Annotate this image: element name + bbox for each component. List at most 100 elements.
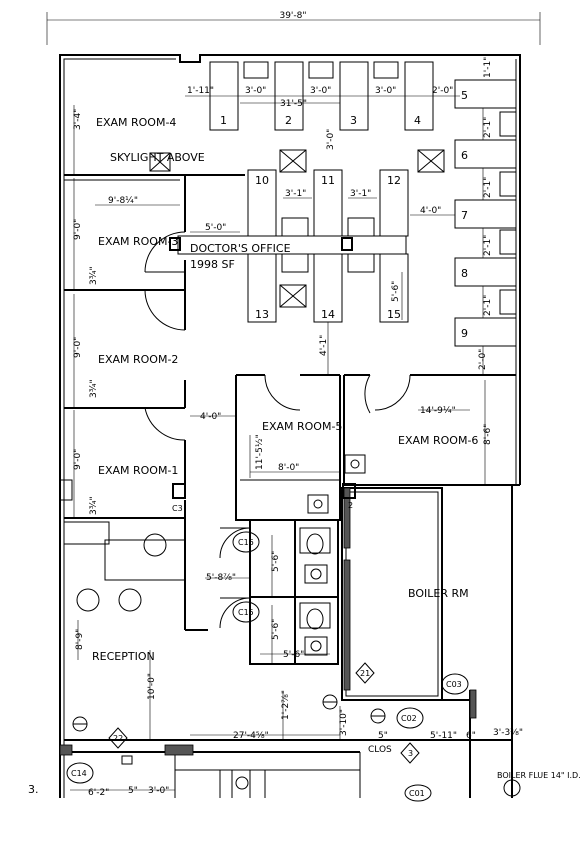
- dim-label: 4'-1": [319, 335, 329, 356]
- exam-room-5-label: EXAM ROOM-5: [262, 420, 342, 433]
- dim-label: 3'-0": [148, 786, 169, 796]
- tag-22: 22: [113, 734, 123, 743]
- tag-c3: C3: [172, 504, 183, 513]
- station-number: 4: [414, 114, 421, 127]
- dim-label: 5": [128, 786, 138, 796]
- reception-label: RECEPTION: [92, 650, 155, 663]
- tag-c15: C15: [238, 608, 254, 617]
- dim-label: 11'-5½": [255, 434, 265, 470]
- dim-label: 27'-4⅝": [233, 731, 269, 741]
- dim-label: 5'-6": [271, 551, 281, 572]
- station-number: 13: [255, 308, 269, 321]
- tag-2: 2: [348, 501, 353, 510]
- tag-3: 3: [408, 749, 413, 758]
- room-labels: EXAM ROOM-4 SKYLIGHT ABOVE EXAM ROOM-3 D…: [92, 116, 581, 780]
- dim-label: 3'-3⅜": [493, 728, 523, 738]
- dim-label: 9'-0": [73, 219, 83, 240]
- dim-label: 2'-0": [478, 349, 488, 370]
- dim-label: 3'-4": [73, 109, 83, 130]
- dim-label: 5'-0": [205, 223, 226, 233]
- misc-markers: [121, 755, 521, 797]
- dim-label: 3'-0": [310, 86, 331, 96]
- sheet-marker: 3.: [28, 783, 39, 796]
- dim-label: 8'-6": [483, 424, 493, 445]
- dim-label: 1'-11": [187, 86, 214, 96]
- dim-label: 9'-0": [73, 449, 83, 470]
- closet-label: CLOS: [368, 745, 392, 755]
- callout-tags: C16 C15 C03 C02 C14 C01 21 22 3 2 C3 3.: [28, 501, 469, 802]
- dim-label: 3¾": [89, 379, 99, 398]
- station-number: 15: [387, 308, 401, 321]
- dim-label: 9'-0": [73, 337, 83, 358]
- dim-label: 3'-0": [326, 129, 336, 150]
- dim-label: 5'-11": [430, 731, 457, 741]
- overall-dimension-label: 39'-8": [279, 11, 306, 21]
- station-number: 8: [461, 267, 468, 280]
- dim-label: 2'-1": [483, 295, 493, 316]
- exam-room-4-label: EXAM ROOM-4: [96, 116, 176, 129]
- doctors-office-area-label: 1998 SF: [190, 258, 235, 271]
- dimension-lines: [70, 95, 490, 791]
- dim-label: 5'-6": [271, 619, 281, 640]
- dim-label: 8'-9": [75, 629, 85, 650]
- station-number: 11: [321, 174, 335, 187]
- station-number: 1: [220, 114, 227, 127]
- dim-label: 2'-1": [483, 177, 493, 198]
- station-number: 10: [255, 174, 269, 187]
- dimension-labels: 1'-11" 3'-0" 3'-0" 3'-0" 2'-0" 31'-5" 1'…: [73, 57, 523, 798]
- station-number: 5: [461, 89, 468, 102]
- dim-label: 1'-2⅞": [281, 690, 291, 720]
- dim-label: 3¾": [89, 496, 99, 515]
- tag-c01: C01: [409, 789, 425, 798]
- dim-label: 5'-8⅞": [206, 573, 236, 583]
- dim-label: 1'-1": [483, 57, 493, 78]
- skylights: [149, 149, 445, 308]
- tag-c14: C14: [71, 769, 87, 778]
- exam-room-1-label: EXAM ROOM-1: [98, 464, 178, 477]
- exam-room-2-label: EXAM ROOM-2: [98, 353, 178, 366]
- fixtures: [72, 454, 386, 732]
- boiler-flue-label: BOILER FLUE 14" I.D.: [497, 771, 581, 780]
- dim-label: 5'-6": [283, 650, 304, 660]
- doctors-office-label: DOCTOR'S OFFICE: [190, 242, 291, 255]
- dim-label: 3'-1": [350, 189, 371, 199]
- dim-label: 4'-0": [200, 412, 221, 422]
- exam-room-3-label: EXAM ROOM-3: [98, 235, 178, 248]
- dim-label: 9'-8¼": [108, 196, 138, 206]
- station-number: 9: [461, 327, 468, 340]
- station-numbers: 1 2 3 4 5 6 7 8 9 10 11 12 13 14 15: [220, 89, 468, 340]
- dim-label: 31'-5": [280, 99, 307, 109]
- exam-room-6-label: EXAM ROOM-6: [398, 434, 478, 447]
- dim-label: 2'-0": [432, 86, 453, 96]
- dim-label: 3'-0": [375, 86, 396, 96]
- station-number: 3: [350, 114, 357, 127]
- tag-c02: C02: [401, 714, 417, 723]
- hatched-walls: [59, 487, 477, 756]
- dim-label: 5'-6": [391, 281, 401, 302]
- tag-21: 21: [360, 669, 370, 678]
- dim-label: 6'-2": [88, 788, 109, 798]
- overall-dimension: 39'-8": [46, 11, 541, 45]
- dim-label: 14'-9¼": [420, 406, 456, 416]
- station-number: 12: [387, 174, 401, 187]
- tag-c03: C03: [446, 680, 462, 689]
- dim-label: 10'-0": [147, 673, 157, 700]
- dim-label: 4'-0": [420, 206, 441, 216]
- boiler-room-label: BOILER RM: [408, 587, 469, 600]
- dim-label: 3'-1": [285, 189, 306, 199]
- dim-label: 3'-0": [245, 86, 266, 96]
- dim-label: 3'-10": [339, 709, 349, 736]
- dim-label: 5": [378, 731, 388, 741]
- dim-label: 2'-1": [483, 117, 493, 138]
- tag-c16: C16: [238, 538, 254, 547]
- dim-label: 3¾": [89, 266, 99, 285]
- interior-walls: [63, 174, 516, 798]
- workstations: [209, 61, 517, 347]
- station-number: 2: [285, 114, 292, 127]
- station-number: 6: [461, 149, 468, 162]
- dim-label: 2'-1": [483, 235, 493, 256]
- station-number: 14: [321, 308, 335, 321]
- columns: [169, 237, 356, 499]
- station-number: 7: [461, 209, 468, 222]
